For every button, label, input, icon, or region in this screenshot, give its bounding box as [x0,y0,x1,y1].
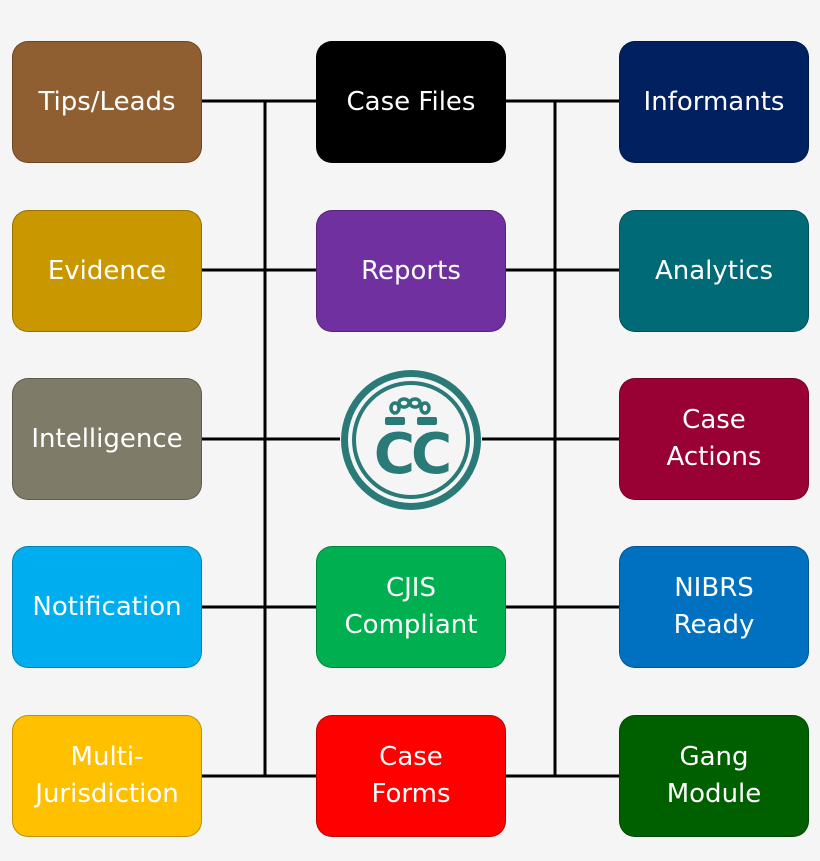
evidence-box: Evidence [12,210,202,332]
logo-text: CC [374,422,449,487]
case-actions-box: Case Actions [619,378,809,500]
intelligence-box: Intelligence [12,378,202,500]
tips-leads-box: Tips/Leads [12,41,202,163]
handcuffs-cc-icon: CC [341,370,481,510]
informants-box: Informants [619,41,809,163]
multi-jurisdiction-box: Multi- Jurisdiction [12,715,202,837]
notification-box: Notification [12,546,202,668]
case-forms-box: Case Forms [316,715,506,837]
gang-module-box: Gang Module [619,715,809,837]
cjis-compliant-box: CJIS Compliant [316,546,506,668]
reports-box: Reports [316,210,506,332]
analytics-box: Analytics [619,210,809,332]
nibrs-ready-box: NIBRS Ready [619,546,809,668]
case-files-box: Case Files [316,41,506,163]
